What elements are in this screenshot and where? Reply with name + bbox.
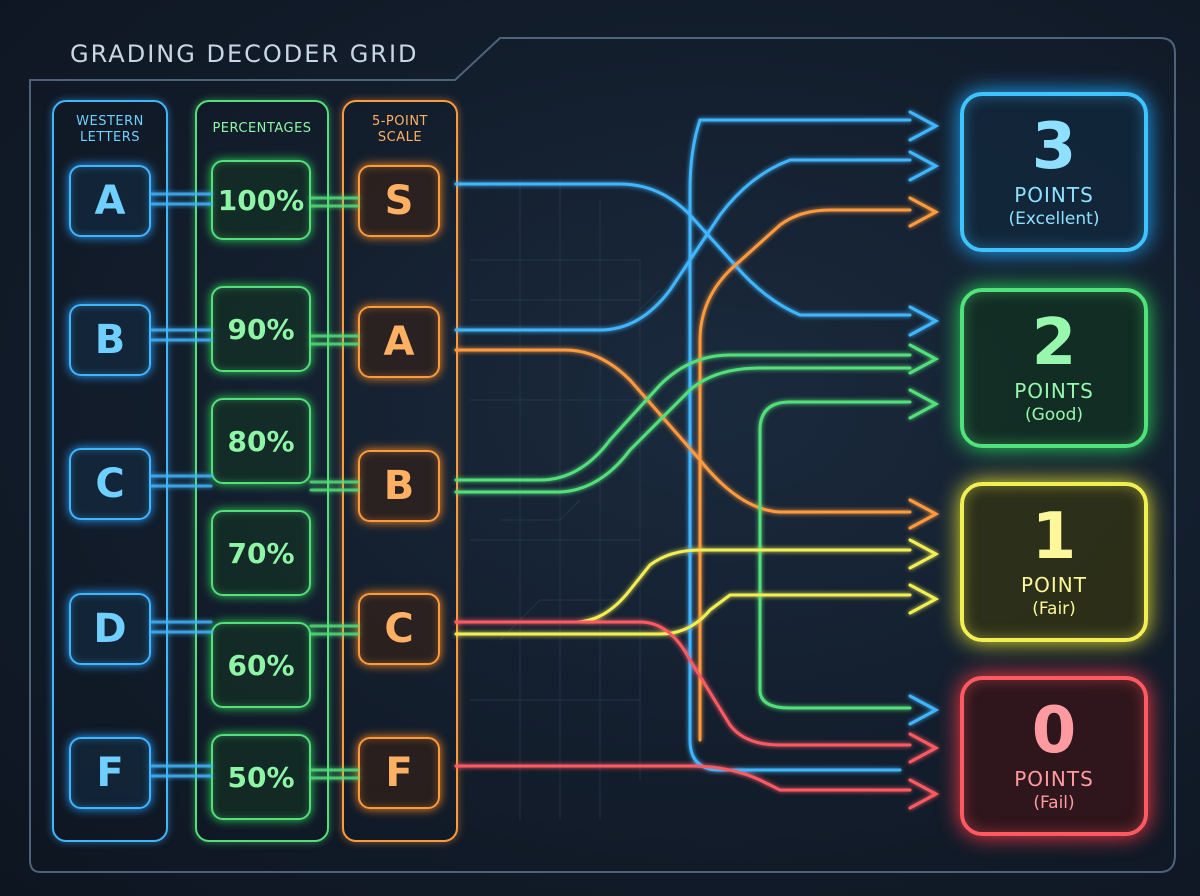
score-box-0: 0 POINTS (Fail) — [960, 676, 1148, 836]
connector-60-c — [309, 624, 360, 636]
connector-90-a — [309, 334, 360, 346]
route-c-0 — [454, 620, 912, 747]
score-unit: POINT — [1021, 573, 1087, 597]
western-cell-b: B — [69, 304, 151, 376]
route-f-0 — [454, 764, 912, 792]
connector-50-f — [309, 768, 360, 780]
route-b-2 — [454, 353, 912, 482]
arrow-icon — [908, 196, 940, 228]
arrow-icon — [908, 388, 940, 420]
five-point-column — [342, 100, 458, 842]
percent-cell-70: 70% — [211, 510, 311, 596]
route-c-1 — [454, 548, 912, 624]
score-box-3: 3 POINTS (Excellent) — [960, 92, 1148, 252]
score-desc: (Excellent) — [1008, 209, 1100, 229]
route-orange-3 — [698, 208, 912, 742]
connector-c-80 — [150, 474, 213, 488]
arrow-icon — [908, 343, 940, 375]
five-point-header-line1: 5-POINT — [371, 114, 429, 129]
score-box-2: 2 POINTS (Good) — [960, 288, 1148, 448]
percentages-header: PERCENTAGES — [212, 121, 312, 136]
connector-b-90 — [150, 328, 213, 342]
arrow-icon — [908, 305, 940, 337]
score-number: 2 — [1031, 306, 1077, 380]
western-header-line2: LETTERS — [79, 130, 141, 145]
scale-cell-c: C — [358, 593, 440, 665]
connector-f-50 — [150, 764, 213, 778]
score-number: 0 — [1031, 694, 1077, 768]
page-title: GRADING DECODER GRID — [70, 40, 419, 68]
scale-cell-f: F — [358, 737, 440, 809]
five-point-header-line2: SCALE — [377, 130, 423, 145]
score-number: 1 — [1031, 500, 1077, 574]
score-unit: POINTS — [1014, 767, 1094, 791]
western-cell-c: C — [69, 448, 151, 520]
scale-cell-b: B — [358, 450, 440, 522]
arrow-icon — [908, 583, 940, 615]
scale-cell-a: A — [358, 306, 440, 378]
five-point-header: 5-POINT SCALE — [342, 114, 458, 146]
route-green-vertical — [758, 400, 912, 692]
route-a-1 — [454, 348, 912, 514]
connector-80-b — [309, 480, 360, 492]
score-unit: POINTS — [1014, 183, 1094, 207]
connector-100-s — [309, 196, 360, 208]
route-green-0 — [758, 688, 912, 710]
score-desc: (Fail) — [1033, 793, 1075, 813]
arrow-icon — [908, 732, 940, 764]
arrow-icon — [908, 150, 940, 182]
western-header-line1: WESTERN — [76, 114, 144, 129]
connector-d-60 — [150, 620, 213, 634]
western-column — [52, 100, 168, 842]
route-b-2b — [454, 366, 912, 494]
score-unit: POINTS — [1014, 379, 1094, 403]
percent-cell-60: 60% — [211, 622, 311, 708]
route-s-2 — [454, 182, 912, 317]
percent-cell-90: 90% — [211, 286, 311, 372]
percentages-column — [195, 100, 329, 842]
score-number: 3 — [1031, 110, 1077, 184]
arrow-icon — [908, 538, 940, 570]
percent-cell-100: 100% — [211, 160, 311, 240]
route-vertical-0 — [688, 118, 902, 772]
score-desc: (Good) — [1024, 405, 1084, 425]
arrow-icon — [908, 110, 940, 142]
percent-cell-80: 80% — [211, 398, 311, 484]
score-box-1: 1 POINT (Fair) — [960, 482, 1148, 642]
arrow-icon — [908, 498, 940, 530]
western-cell-d: D — [69, 593, 151, 665]
percent-cell-50: 50% — [211, 734, 311, 820]
arrow-icon — [908, 694, 940, 726]
connector-a-100 — [150, 192, 213, 206]
arrow-icon — [908, 778, 940, 810]
scale-cell-s: S — [358, 165, 440, 237]
western-cell-f: F — [69, 737, 151, 809]
western-header: WESTERN LETTERS — [52, 114, 168, 146]
route-c-1b — [454, 593, 912, 636]
route-a-3 — [454, 158, 912, 332]
score-desc: (Fair) — [1032, 599, 1076, 619]
western-cell-a: A — [69, 165, 151, 237]
